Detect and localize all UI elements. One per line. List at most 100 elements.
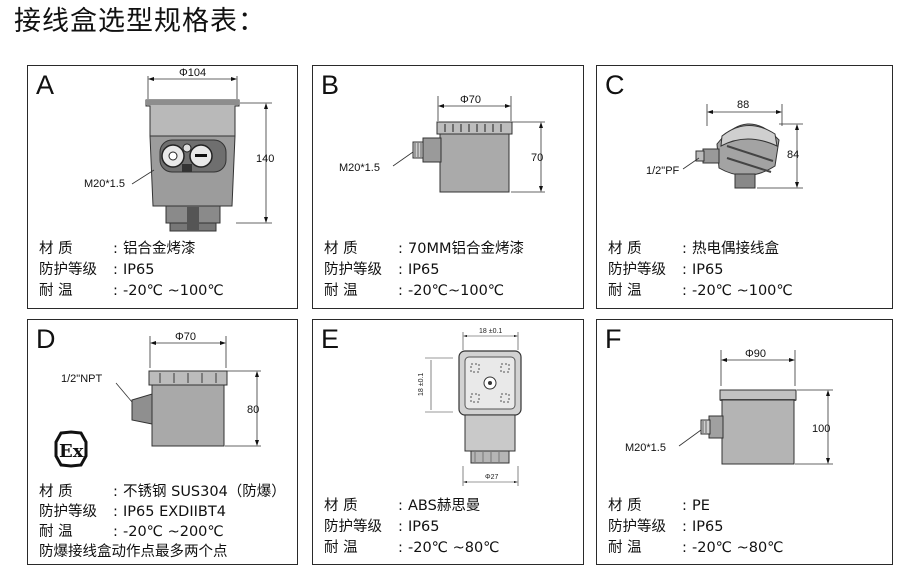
card-letter: C bbox=[605, 70, 625, 100]
dim-thread: 1/2"NPT bbox=[61, 373, 102, 385]
page-title: 接线盒选型规格表： bbox=[14, 6, 266, 37]
spec-label: 材 质 bbox=[608, 241, 642, 257]
spec-label: 耐 温 bbox=[608, 283, 642, 299]
spec-list: 材 质:铝合金烤漆 防护等级:IP65 耐 温:-20℃ ~100℃ bbox=[39, 239, 224, 302]
spec-label: 防护等级 bbox=[324, 519, 382, 535]
spec-list: 材 质:ABS赫思曼 防护等级:IP65 耐 温:-20℃ ~80℃ bbox=[324, 496, 499, 559]
spec-label: 耐 温 bbox=[324, 283, 358, 299]
card-letter: A bbox=[36, 70, 55, 100]
card-c: C 88 84 1/2"PF 材 质:热电偶接线盒 防护等级:IP65 耐 温:… bbox=[596, 65, 893, 309]
spec-label: 防护等级 bbox=[39, 262, 97, 278]
dim-diameter: Φ70 bbox=[460, 94, 481, 106]
dim-height: 100 bbox=[812, 423, 830, 435]
spec-row-material: 材 质:ABS赫思曼 bbox=[324, 496, 499, 517]
dim-height: 18 ±0.1 bbox=[418, 373, 425, 396]
dim-height: 80 bbox=[247, 404, 259, 416]
dim-diameter: Φ27 bbox=[485, 474, 498, 481]
spec-row-protection: 防护等级:IP65 bbox=[39, 260, 224, 281]
card-letter: D bbox=[36, 324, 56, 354]
card-b: B Φ70 70 M20*1.5 材 质:70MM铝 bbox=[312, 65, 584, 309]
card-letter: E bbox=[321, 324, 340, 354]
spec-row-protection: 防护等级:IP65 EXDIIBT4 bbox=[39, 504, 226, 520]
svg-text:Ex: Ex bbox=[59, 441, 84, 462]
spec-value: IP65 bbox=[123, 262, 155, 278]
spec-label: 材 质 bbox=[324, 241, 358, 257]
card-f: F Φ90 100 M20*1.5 材 质:PE 防护等级:IP65 耐 温:-… bbox=[596, 319, 893, 565]
card-letter: B bbox=[321, 70, 340, 100]
drawing-f: Φ90 100 M20*1.5 bbox=[625, 348, 833, 465]
spec-row-material: 材 质:铝合金烤漆 bbox=[39, 239, 224, 260]
spec-list: 材 质:热电偶接线盒 防护等级:IP65 耐 温:-20℃ ~100℃ bbox=[608, 239, 793, 302]
dim-height: 70 bbox=[531, 152, 543, 164]
spec-label: 防护等级 bbox=[608, 519, 666, 535]
card-letter: F bbox=[605, 324, 622, 354]
spec-row-protection: 防护等级:IP65 bbox=[608, 260, 793, 281]
spec-value: IP65 bbox=[408, 262, 440, 278]
dim-height: 84 bbox=[787, 149, 799, 161]
drawing-e: 18 ±0.1 18 ±0.1 Φ27 bbox=[418, 328, 522, 486]
spec-value: IP65 EXDIIBT4 bbox=[123, 504, 226, 520]
spec-label: 材 质 bbox=[39, 241, 73, 257]
spec-row-material: 材 质:热电偶接线盒 bbox=[608, 239, 793, 260]
spec-row-protection: 防护等级:IP65 bbox=[324, 260, 524, 281]
spec-value: -20℃ ~100℃ bbox=[123, 283, 224, 299]
card-a: A Φ104 140 M20*1.5 材 质:铝 bbox=[27, 65, 298, 309]
spec-value: PE bbox=[692, 498, 710, 514]
spec-value: -20℃ ~100℃ bbox=[692, 283, 793, 299]
card-e: E 18 ±0.1 18 ±0.1 Φ27 材 质 bbox=[312, 319, 584, 565]
spec-label: 材 质 bbox=[324, 498, 358, 514]
spec-label: 材 质 bbox=[39, 484, 73, 500]
spec-row-temperature: 耐 温:-20℃ ~80℃ bbox=[324, 538, 499, 559]
spec-list: 材 质:PE 防护等级:IP65 耐 温:-20℃ ~80℃ bbox=[608, 496, 783, 559]
spec-value: IP65 bbox=[408, 519, 440, 535]
spec-label: 防护等级 bbox=[39, 504, 97, 520]
spec-label: 耐 温 bbox=[39, 524, 73, 540]
spec-row-protection: 防护等级:IP65 bbox=[608, 517, 783, 538]
drawing-d: Φ70 80 1/2"NPT Ex bbox=[54, 331, 261, 468]
spec-value: 70MM铝合金烤漆 bbox=[408, 241, 524, 257]
dim-thread: M20*1.5 bbox=[84, 178, 125, 190]
spec-row-temperature: 耐 温:-20℃ ~100℃ bbox=[39, 281, 224, 302]
spec-label: 耐 温 bbox=[608, 540, 642, 556]
drawing-c: 88 84 1/2"PF bbox=[646, 99, 803, 189]
spec-label: 材 质 bbox=[608, 498, 642, 514]
spec-row-temperature: 耐 温:-20℃ ~200℃ bbox=[39, 524, 224, 540]
spec-value: IP65 bbox=[692, 262, 724, 278]
spec-row-material: 材 质:70MM铝合金烤漆 bbox=[324, 239, 524, 260]
dim-diameter: Φ90 bbox=[745, 348, 766, 360]
spec-list: 材 质:不锈钢 SUS304（防爆） 防护等级:IP65 EXDIIBT4 耐 … bbox=[39, 482, 286, 562]
dim-thread: M20*1.5 bbox=[625, 442, 666, 454]
spec-value: -20℃~100℃ bbox=[408, 283, 505, 299]
dim-width: 18 ±0.1 bbox=[479, 328, 502, 335]
spec-value: 热电偶接线盒 bbox=[692, 241, 779, 257]
spec-row-temperature: 耐 温:-20℃ ~100℃ bbox=[608, 281, 793, 302]
dim-height: 140 bbox=[256, 153, 274, 165]
spec-value: ABS赫思曼 bbox=[408, 498, 481, 514]
spec-label: 防护等级 bbox=[324, 262, 382, 278]
drawing-b: Φ70 70 M20*1.5 bbox=[339, 94, 545, 193]
dim-diameter: Φ104 bbox=[179, 67, 206, 79]
card-d: D Φ70 80 1/2"NPT Ex bbox=[27, 319, 298, 565]
ex-hexagon-icon: Ex bbox=[54, 430, 88, 468]
dim-width: 88 bbox=[737, 99, 749, 111]
spec-row-temperature: 耐 温:-20℃~100℃ bbox=[324, 281, 524, 302]
spec-list: 材 质:70MM铝合金烤漆 防护等级:IP65 耐 温:-20℃~100℃ bbox=[324, 239, 524, 302]
spec-row-material: 材 质:不锈钢 SUS304（防爆） bbox=[39, 484, 286, 500]
spec-label: 耐 温 bbox=[324, 540, 358, 556]
spec-value: -20℃ ~200℃ bbox=[123, 524, 224, 540]
spec-row-temperature: 耐 温:-20℃ ~80℃ bbox=[608, 538, 783, 559]
dim-thread: 1/2"PF bbox=[646, 165, 680, 177]
spec-note: 防爆接线盒动作点最多两个点 bbox=[39, 544, 228, 560]
dim-thread: M20*1.5 bbox=[339, 162, 380, 174]
drawing-a: Φ104 140 M20*1.5 bbox=[84, 67, 274, 232]
spec-row-protection: 防护等级:IP65 bbox=[324, 517, 499, 538]
spec-label: 耐 温 bbox=[39, 283, 73, 299]
spec-label: 防护等级 bbox=[608, 262, 666, 278]
spec-value: -20℃ ~80℃ bbox=[408, 540, 500, 556]
spec-value: 铝合金烤漆 bbox=[123, 241, 196, 257]
spec-value: -20℃ ~80℃ bbox=[692, 540, 784, 556]
dim-diameter: Φ70 bbox=[175, 331, 196, 343]
spec-value: 不锈钢 SUS304（防爆） bbox=[123, 484, 286, 500]
spec-value: IP65 bbox=[692, 519, 724, 535]
spec-row-material: 材 质:PE bbox=[608, 496, 783, 517]
